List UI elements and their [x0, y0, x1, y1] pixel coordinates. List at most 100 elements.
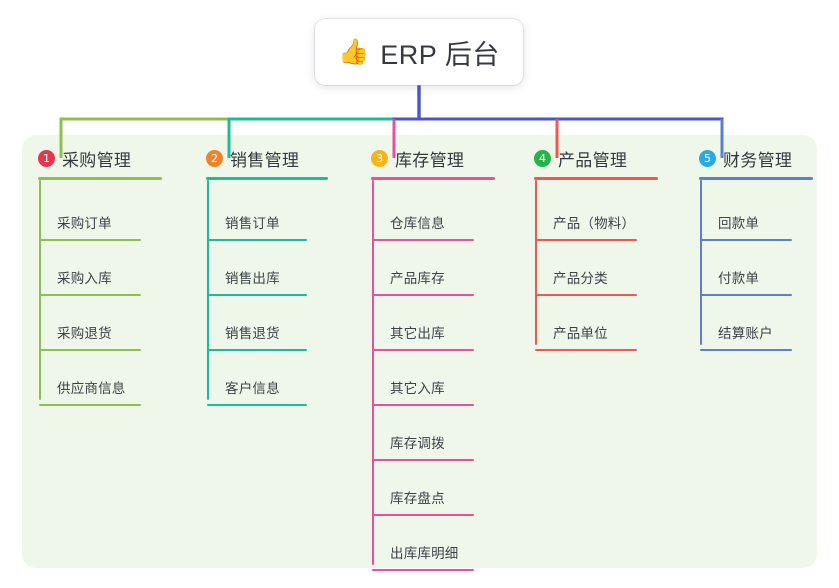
thumbs-up-icon: 👍 — [338, 37, 370, 66]
branch-item-underline — [39, 404, 141, 406]
branch-items: 仓库信息产品库存其它出库其它入库库存调拨库存盘点出库库明细 — [355, 180, 515, 571]
branch-items: 回款单付款单结算账户 — [683, 180, 833, 351]
branch-title: 销售管理 — [230, 150, 300, 170]
branch-item[interactable]: 销售出库 — [190, 241, 348, 296]
branch-spine — [535, 180, 537, 345]
branch-item-label: 产品分类 — [553, 271, 608, 286]
branch-underline — [38, 177, 162, 180]
branch-item-label: 回款单 — [718, 216, 760, 231]
branch-item[interactable]: 库存调拨 — [355, 406, 515, 461]
branch-title: 产品管理 — [558, 150, 628, 170]
branch-item[interactable]: 产品分类 — [518, 241, 678, 296]
branch-number-badge: 1 — [38, 149, 55, 167]
branch-item-underline — [207, 294, 307, 296]
branch-item[interactable]: 回款单 — [683, 186, 833, 241]
branch-item-underline — [39, 239, 141, 241]
branch-item-underline — [700, 349, 792, 351]
branch-item[interactable]: 采购退货 — [22, 296, 182, 351]
branch-item[interactable]: 产品（物料） — [518, 186, 678, 241]
branch-number-badge: 3 — [371, 149, 388, 167]
branch-item[interactable]: 其它入库 — [355, 351, 515, 406]
branch-header-4[interactable]: 4 产品管理 — [518, 146, 678, 170]
branch-item-underline — [372, 459, 474, 461]
branch-item-underline — [207, 404, 307, 406]
branch-item-underline — [207, 349, 307, 351]
branch-item-underline — [535, 294, 637, 296]
branch-item-label: 产品库存 — [390, 271, 445, 286]
branch-number-badge: 5 — [699, 149, 716, 167]
branch-item-underline — [372, 569, 474, 571]
branch-underline — [534, 177, 658, 180]
branch-items: 采购订单采购入库采购退货供应商信息 — [22, 180, 182, 406]
branch-item-underline — [372, 514, 474, 516]
branch-item-label: 付款单 — [718, 271, 760, 286]
branch-item[interactable]: 销售订单 — [190, 186, 348, 241]
branch-item-label: 其它出库 — [390, 326, 445, 341]
branch-item-label: 采购订单 — [57, 216, 112, 231]
branch-item[interactable]: 其它出库 — [355, 296, 515, 351]
branch-item-label: 客户信息 — [225, 381, 280, 396]
branch-header-3[interactable]: 3 库存管理 — [355, 146, 515, 170]
branch-item-underline — [39, 294, 141, 296]
branch-item-label: 产品（物料） — [553, 216, 636, 231]
branch-number-badge: 4 — [534, 149, 551, 167]
branch-item[interactable]: 客户信息 — [190, 351, 348, 406]
branch-item-label: 销售出库 — [225, 271, 280, 286]
root-node[interactable]: 👍 ERP 后台 — [315, 19, 523, 85]
branch-item-label: 采购退货 — [57, 326, 112, 341]
branch-spine — [372, 180, 374, 565]
branch-items: 产品（物料） 产品分类产品单位 — [518, 180, 678, 351]
branch-item-underline — [39, 349, 141, 351]
branch-item-underline — [700, 239, 792, 241]
branch-spine — [39, 180, 41, 400]
branch-item-label: 出库库明细 — [390, 546, 459, 561]
branch-underline — [371, 177, 495, 180]
branch-item-label: 仓库信息 — [390, 216, 445, 231]
branch-underline — [699, 177, 813, 180]
branch-header-5[interactable]: 5 财务管理 — [683, 146, 833, 170]
branch-item-label: 采购入库 — [57, 271, 112, 286]
branch-item[interactable]: 供应商信息 — [22, 351, 182, 406]
branch-items: 销售订单销售出库销售退货客户信息 — [190, 180, 348, 406]
branch-item-label: 供应商信息 — [57, 381, 126, 396]
branch-item[interactable]: 库存盘点 — [355, 461, 515, 516]
branch-item-underline — [372, 239, 474, 241]
branch-item-underline — [372, 404, 474, 406]
branch-item[interactable]: 采购入库 — [22, 241, 182, 296]
branch-item-underline — [700, 294, 792, 296]
branch-item[interactable]: 付款单 — [683, 241, 833, 296]
diagram-background-panel — [22, 135, 817, 568]
branch-item-label: 结算账户 — [718, 326, 773, 341]
branch-item-underline — [535, 349, 637, 351]
branch-item[interactable]: 产品单位 — [518, 296, 678, 351]
branch-item-label: 库存调拨 — [390, 436, 445, 451]
branch-column-3: 3 库存管理仓库信息产品库存其它出库其它入库库存调拨库存盘点出库库明细 — [355, 146, 515, 571]
branch-title: 财务管理 — [723, 150, 793, 170]
branch-item[interactable]: 销售退货 — [190, 296, 348, 351]
branch-item-underline — [372, 349, 474, 351]
branch-item-underline — [372, 294, 474, 296]
branch-item[interactable]: 产品库存 — [355, 241, 515, 296]
branch-spine — [700, 180, 702, 345]
branch-column-2: 2 销售管理销售订单销售出库销售退货客户信息 — [190, 146, 348, 406]
branch-item-label: 产品单位 — [553, 326, 608, 341]
branch-item-label: 销售订单 — [225, 216, 280, 231]
branch-item-underline — [535, 239, 637, 241]
branch-item-label: 销售退货 — [225, 326, 280, 341]
branch-item[interactable]: 采购订单 — [22, 186, 182, 241]
branch-column-4: 4 产品管理产品（物料） 产品分类产品单位 — [518, 146, 678, 351]
branch-spine — [207, 180, 209, 400]
branch-item[interactable]: 仓库信息 — [355, 186, 515, 241]
branch-underline — [206, 177, 328, 180]
branch-item-label: 库存盘点 — [390, 491, 445, 506]
branch-header-2[interactable]: 2 销售管理 — [190, 146, 348, 170]
branch-item-label: 其它入库 — [390, 381, 445, 396]
branch-item[interactable]: 结算账户 — [683, 296, 833, 351]
branch-title: 库存管理 — [395, 150, 465, 170]
branch-number-badge: 2 — [206, 149, 223, 167]
branch-column-5: 5 财务管理回款单付款单结算账户 — [683, 146, 833, 351]
branch-item[interactable]: 出库库明细 — [355, 516, 515, 571]
